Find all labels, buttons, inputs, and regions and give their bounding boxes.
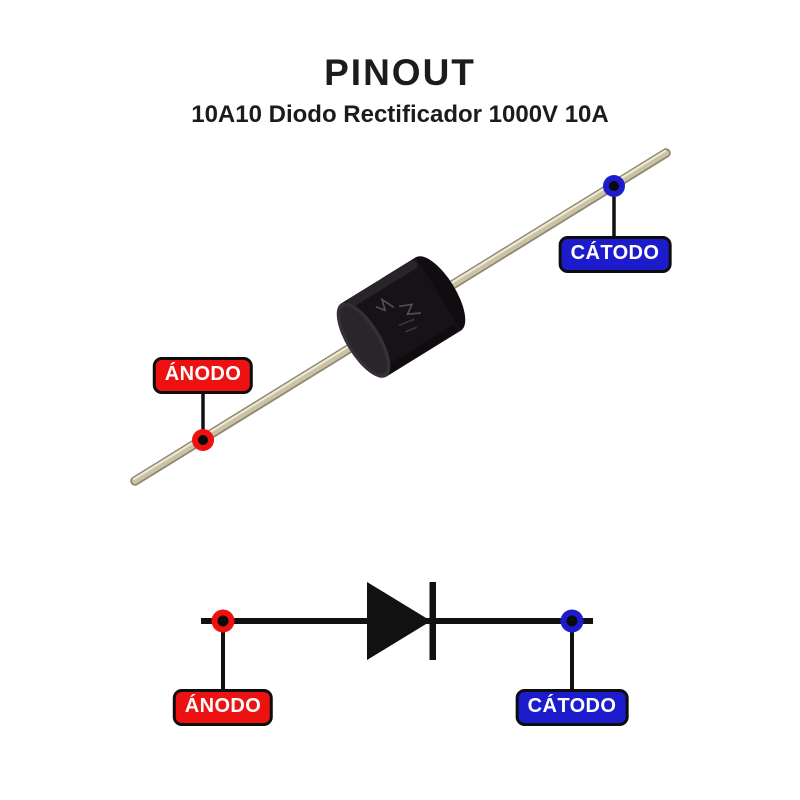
diode-body-highlight [346,260,418,308]
photo-anode-dot [192,429,214,451]
schematic-cathode-bar [429,582,436,660]
diode-body-front-face-inner [340,306,388,375]
photo-anode-label: ÁNODO [152,357,254,394]
diode-schematic [201,582,593,692]
page-subtitle: 10A10 Diodo Rectificador 1000V 10A [191,101,609,128]
schematic-anode-label: ÁNODO [172,689,274,726]
diode-body-shadow [386,325,458,373]
diode-body-markings [375,297,421,333]
schematic-cathode-dot [560,609,584,633]
schematic-cathode-dot-center [566,615,578,627]
diode-photo [130,148,671,486]
schematic-diode-triangle [367,582,431,660]
schematic-anode-dot-center [217,615,229,627]
photo-cathode-dot-center [609,181,619,191]
schematic-anode-dot [211,609,235,633]
diode-body [336,256,466,378]
page-title: PINOUT [324,52,476,93]
photo-cathode-dot [603,175,625,197]
photo-anode-dot-center [198,435,208,445]
photo-cathode-label: CÁTODO [558,236,672,273]
schematic-cathode-label: CÁTODO [515,689,629,726]
